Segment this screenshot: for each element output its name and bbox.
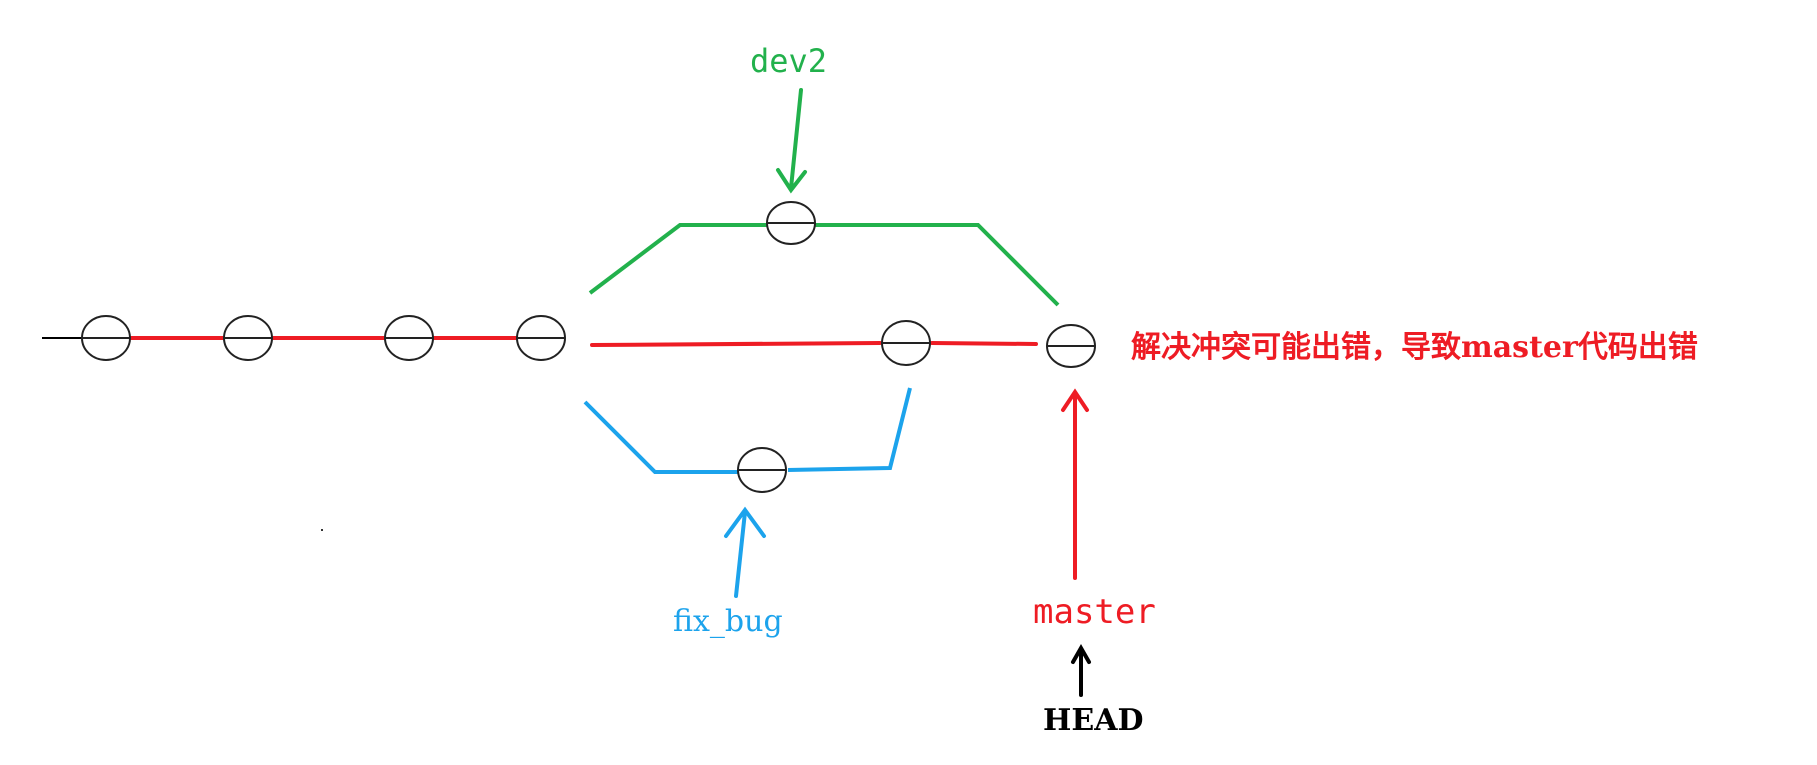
dev2-commit-node — [766, 201, 816, 245]
dev2-branch-line-merge — [814, 223, 1060, 307]
master-branch-line — [126, 336, 1038, 347]
commit-node — [516, 315, 566, 361]
fix-bug-branch-line-merge — [787, 387, 912, 472]
commit-node — [81, 315, 131, 361]
master-pointer-arrow — [1061, 388, 1089, 580]
dev2-pointer-arrow — [776, 88, 807, 194]
head-pointer-arrow — [1071, 643, 1091, 697]
head-label: HEAD — [1043, 703, 1144, 738]
fix-bug-branch-line — [583, 400, 738, 474]
fix-bug-pointer-arrow — [724, 506, 766, 598]
conflict-note: 解决冲突可能出错，导致master代码出错 — [1131, 330, 1698, 365]
fix-bug-label: fix_bug — [673, 604, 783, 639]
master-commit-node — [881, 320, 931, 366]
commit-node — [384, 315, 434, 361]
commit-node — [223, 315, 273, 361]
dev2-branch-line — [588, 223, 770, 295]
dev2-label: dev2 — [750, 42, 828, 80]
fix-bug-commit-node — [737, 447, 787, 493]
stray-dot — [321, 529, 323, 531]
master-label: master — [1033, 592, 1156, 632]
merge-commit-node — [1046, 324, 1096, 368]
